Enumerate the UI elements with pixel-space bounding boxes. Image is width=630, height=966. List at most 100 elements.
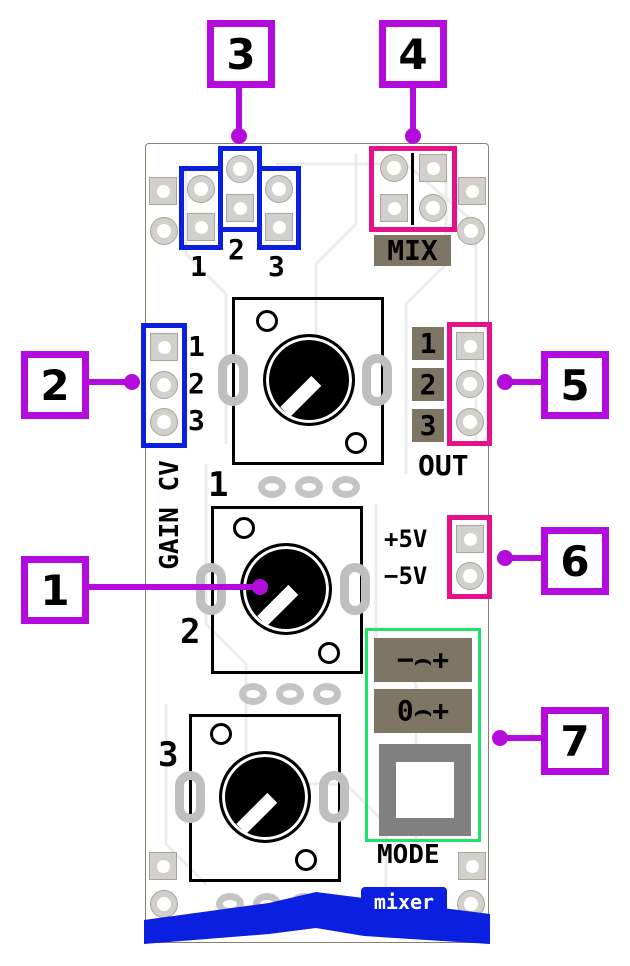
pot-2-mount-hole	[318, 642, 340, 664]
mount-pad	[458, 177, 486, 205]
output-pin-3[interactable]	[456, 408, 484, 436]
callout-3-number: 3	[226, 29, 256, 79]
gain-cv-pin-3[interactable]	[150, 408, 178, 436]
pot-pad	[276, 683, 304, 705]
input-number-label: 2	[228, 233, 245, 266]
callout-1: 1	[21, 556, 89, 624]
pot-1-mount-hole	[345, 432, 367, 454]
pot-3-lug-right	[319, 771, 349, 823]
pot-pad	[258, 476, 286, 498]
pot-3-mount-hole	[210, 723, 232, 745]
callout-1-leader	[89, 584, 259, 590]
mix-label: MIX	[374, 234, 451, 267]
mode-switch-highlight	[365, 628, 481, 842]
mount-pad	[150, 217, 178, 245]
callout-1-number: 1	[40, 565, 70, 615]
mix-jumper-pin[interactable]	[380, 194, 408, 222]
mode-switch-cap	[396, 762, 454, 818]
gain-cv-header-highlight	[141, 323, 187, 448]
callout-6-number: 6	[560, 536, 590, 586]
pot-1-frame	[232, 297, 384, 465]
callout-2-dot	[124, 374, 140, 390]
input-3-pin[interactable]	[265, 213, 293, 241]
mix-jumper-pin[interactable]	[380, 154, 408, 182]
callout-4: 4	[379, 20, 447, 88]
gain-cv-label: GAIN CV	[155, 460, 185, 570]
output-pin-2[interactable]	[456, 370, 484, 398]
input-header-3-highlight	[257, 166, 301, 250]
pot-1-lug-right	[362, 354, 392, 406]
gain-knob-3[interactable]	[219, 751, 311, 843]
out-number-2: 2	[412, 368, 444, 401]
mount-pad	[150, 890, 178, 918]
knob-indicator	[280, 375, 322, 417]
input-2-pin[interactable]	[226, 194, 254, 222]
output-pin-1[interactable]	[456, 332, 484, 360]
gain-knob-2[interactable]	[240, 543, 332, 635]
callout-5: 5	[541, 351, 609, 419]
callout-3: 3	[207, 20, 275, 88]
callout-4-leader	[410, 88, 416, 138]
pot-3-frame	[189, 714, 341, 882]
mix-jumper-highlight	[369, 146, 457, 232]
callout-7-leader	[500, 735, 542, 741]
mode-label: MODE	[377, 840, 440, 870]
input-3-pin[interactable]	[265, 175, 293, 203]
input-1-pin[interactable]	[187, 213, 215, 241]
callout-2-number: 2	[40, 360, 70, 410]
mount-pad	[149, 852, 177, 880]
mount-pad	[149, 177, 177, 205]
callout-6: 6	[541, 527, 609, 595]
callout-5-number: 5	[560, 360, 590, 410]
module-name: mixer	[373, 890, 435, 914]
output-header-highlight	[447, 322, 492, 446]
mix-jumper-pin[interactable]	[419, 194, 447, 222]
knob-indicator	[236, 792, 278, 834]
input-2-pin[interactable]	[226, 155, 254, 183]
callout-6-dot	[497, 550, 513, 566]
mix-jumper-divider	[411, 153, 414, 225]
callout-6-leader	[502, 555, 542, 561]
gain-cv-number: 1	[188, 330, 205, 363]
mount-pad	[458, 852, 486, 880]
callout-5-leader	[502, 379, 542, 385]
input-1-pin[interactable]	[187, 175, 215, 203]
callout-3-leader	[236, 88, 242, 138]
power-pin-pos[interactable]	[456, 525, 484, 553]
callout-2: 2	[21, 351, 89, 419]
callout-2-leader	[89, 379, 131, 385]
power-label-neg: −5V	[384, 562, 428, 590]
mode-switch-button[interactable]	[379, 744, 471, 836]
pot-pad	[313, 683, 341, 705]
pot-number-3: 3	[158, 735, 179, 775]
mode-option-1: −⌢+	[374, 638, 472, 682]
pot-number-2: 2	[180, 612, 201, 652]
pot-pad	[295, 476, 323, 498]
mount-pad	[457, 217, 485, 245]
pot-3-lug-left	[175, 771, 205, 823]
pot-pad	[239, 683, 267, 705]
gain-cv-pin-1[interactable]	[150, 333, 178, 361]
out-number-3: 3	[412, 409, 444, 442]
pot-pad	[332, 476, 360, 498]
gain-cv-number: 2	[188, 367, 205, 400]
power-header-highlight	[447, 515, 492, 599]
gain-cv-pin-2[interactable]	[150, 371, 178, 399]
pot-2-mount-hole	[233, 517, 255, 539]
gain-knob-1[interactable]	[263, 334, 355, 426]
callout-5-dot	[497, 374, 513, 390]
out-number-1: 1	[412, 327, 444, 360]
mode-option-2: 0⌢+	[374, 689, 472, 733]
input-number-label: 3	[268, 250, 285, 283]
callout-4-dot	[405, 128, 421, 144]
callout-7-dot	[492, 730, 508, 746]
module-name-tag: mixer	[361, 887, 447, 917]
input-number-label: 1	[190, 250, 207, 283]
callout-7: 7	[541, 707, 609, 775]
power-pin-neg[interactable]	[456, 562, 484, 590]
pot-number-1: 1	[208, 465, 229, 505]
mix-jumper-pin[interactable]	[419, 154, 447, 182]
out-label: OUT	[418, 449, 469, 482]
callout-4-number: 4	[398, 29, 428, 79]
power-label-pos: +5V	[384, 525, 428, 553]
